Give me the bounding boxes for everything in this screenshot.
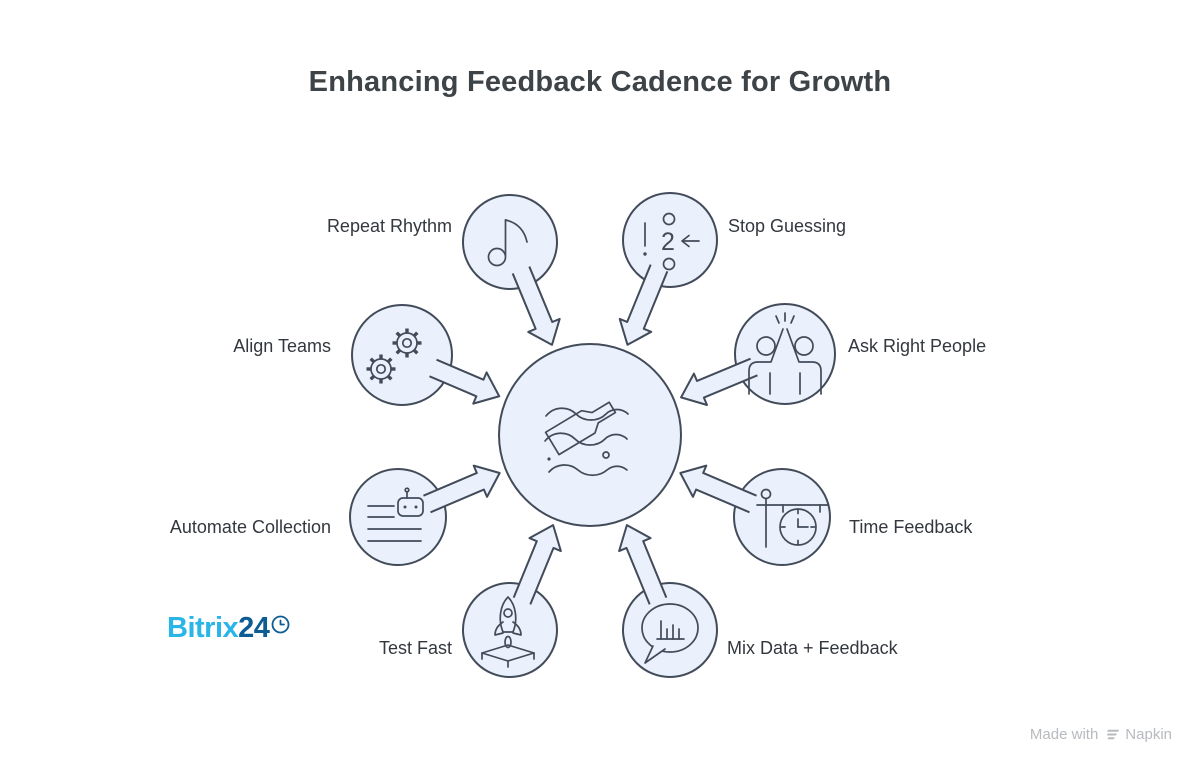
label-time-feedback: Time Feedback xyxy=(849,517,973,537)
high-five-icon xyxy=(748,312,822,395)
label-ask-right-people: Ask Right People xyxy=(848,336,987,356)
bitrix-wordmark-part2: 24 xyxy=(238,612,270,644)
label-align-teams: Align Teams xyxy=(233,336,331,356)
robot-list-icon xyxy=(367,487,424,542)
bitrix-wordmark-part1: Bitrix xyxy=(167,612,239,644)
hanging-clock-icon xyxy=(756,488,829,548)
credit-made-with-text: Made with xyxy=(1029,726,1099,743)
node-icons: 2 xyxy=(364,212,829,668)
arrow-mix-data-feedback xyxy=(618,524,668,605)
label-repeat-rhythm: Repeat Rhythm xyxy=(326,216,452,236)
arrow-align-teams xyxy=(429,358,501,405)
node-circle-automate-collection xyxy=(349,468,447,566)
node-circle-stop-guessing xyxy=(622,192,718,288)
label-automate-collection: Automate Collection xyxy=(169,517,331,537)
credit-brand-text: Napkin xyxy=(1125,726,1172,743)
arrow-ask-right-people xyxy=(680,357,758,406)
node-circle-ask-right-people xyxy=(734,303,836,405)
message-in-bottle-icon xyxy=(544,401,629,477)
node-circle-test-fast xyxy=(462,582,558,678)
connector-arrows xyxy=(423,264,758,605)
node-circle-align-teams xyxy=(351,304,453,406)
node-circle-repeat-rhythm xyxy=(462,194,558,290)
label-stop-guessing: Stop Guessing xyxy=(728,216,847,236)
arrow-repeat-rhythm xyxy=(511,266,561,346)
music-note-icon xyxy=(487,219,528,267)
arrow-time-feedback xyxy=(679,464,757,514)
stop-guessing-digit: 2 xyxy=(661,228,675,256)
label-test-fast: Test Fast xyxy=(378,638,452,658)
arrow-test-fast xyxy=(512,524,562,605)
numbered-item-icon: 2 xyxy=(643,212,700,271)
arrow-stop-guessing xyxy=(618,264,669,346)
rocket-launch-icon xyxy=(481,596,535,668)
label-mix-data-feedback: Mix Data + Feedback xyxy=(727,638,898,658)
node-circle-time-feedback xyxy=(733,468,831,566)
napkin-credit: Made with Napkin xyxy=(1030,726,1172,743)
bitrix-clock-icon xyxy=(272,615,290,634)
napkin-logo-icon xyxy=(1107,729,1120,740)
page-title: Enhancing Feedback Cadence for Growth xyxy=(308,66,892,98)
arrow-automate-collection xyxy=(423,464,501,514)
chart-bubble-icon xyxy=(641,603,699,664)
